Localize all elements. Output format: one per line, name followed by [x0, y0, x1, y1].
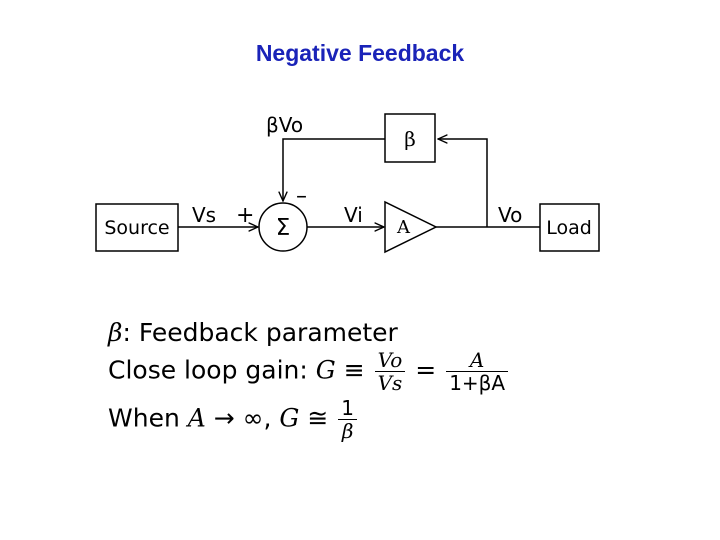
load-box: [539, 203, 600, 252]
fraction-denominator-1-plus-beta-a: 1+βA: [449, 371, 506, 395]
equation-limit: When A → ∞, G ≅ 1 β: [108, 398, 359, 441]
load-label: Load: [546, 217, 592, 239]
infinity-symbol: ∞,: [242, 403, 272, 433]
fraction-numerator-a: A: [446, 350, 509, 372]
amplifier-triangle: [384, 200, 438, 254]
plus-sign: +: [236, 203, 254, 228]
feedback-path-to-summer: [283, 138, 385, 201]
equation-feedback-parameter: β: Feedback parameter: [108, 318, 398, 347]
minus-sign: –: [296, 184, 307, 209]
a-symbol: A: [187, 403, 206, 433]
gain-symbol: G: [315, 355, 336, 385]
close-loop-gain-text: Close loop gain:: [108, 355, 308, 385]
beta-block-label: β: [404, 127, 416, 151]
slide-title: Negative Feedback: [255, 40, 465, 66]
approx-sign: ≅: [307, 403, 329, 433]
equation-close-loop-gain: Close loop gain: G ≡ Vo Vs = A 1+βA: [108, 350, 510, 393]
feedback-path-to-beta: [438, 139, 488, 227]
vo-label: Vo: [498, 203, 522, 227]
one-over-beta-fraction: 1 β: [338, 398, 357, 441]
feedback-block-diagram: Source Vs + Σ – Vi A Vo Load β βVo: [95, 113, 600, 254]
beta-vo-label: βVo: [266, 113, 303, 137]
colon: :: [122, 318, 131, 347]
feedback-parameter-text: Feedback parameter: [138, 318, 398, 347]
fraction-numerator-vo: Vo: [374, 350, 406, 372]
source-label: Source: [104, 217, 169, 239]
fraction-denominator-beta: β: [341, 419, 354, 443]
equals-sign: =: [415, 355, 437, 385]
vo-over-vs-fraction: Vo Vs: [374, 350, 406, 395]
beta-block: [384, 113, 436, 163]
amplifier-label: A: [396, 217, 411, 238]
vi-label: Vi: [344, 203, 363, 227]
fraction-denominator-vs: Vs: [377, 371, 403, 395]
vs-label: Vs: [192, 203, 216, 227]
gain-symbol-limit: G: [279, 403, 300, 433]
equiv-sign: ≡: [343, 355, 365, 385]
when-text: When: [108, 403, 180, 433]
closed-loop-fraction: A 1+βA: [446, 350, 509, 395]
sigma-symbol: Σ: [276, 215, 291, 241]
fraction-numerator-one: 1: [338, 398, 357, 420]
arrow-symbol: →: [213, 403, 235, 433]
beta-symbol: β: [108, 318, 123, 347]
